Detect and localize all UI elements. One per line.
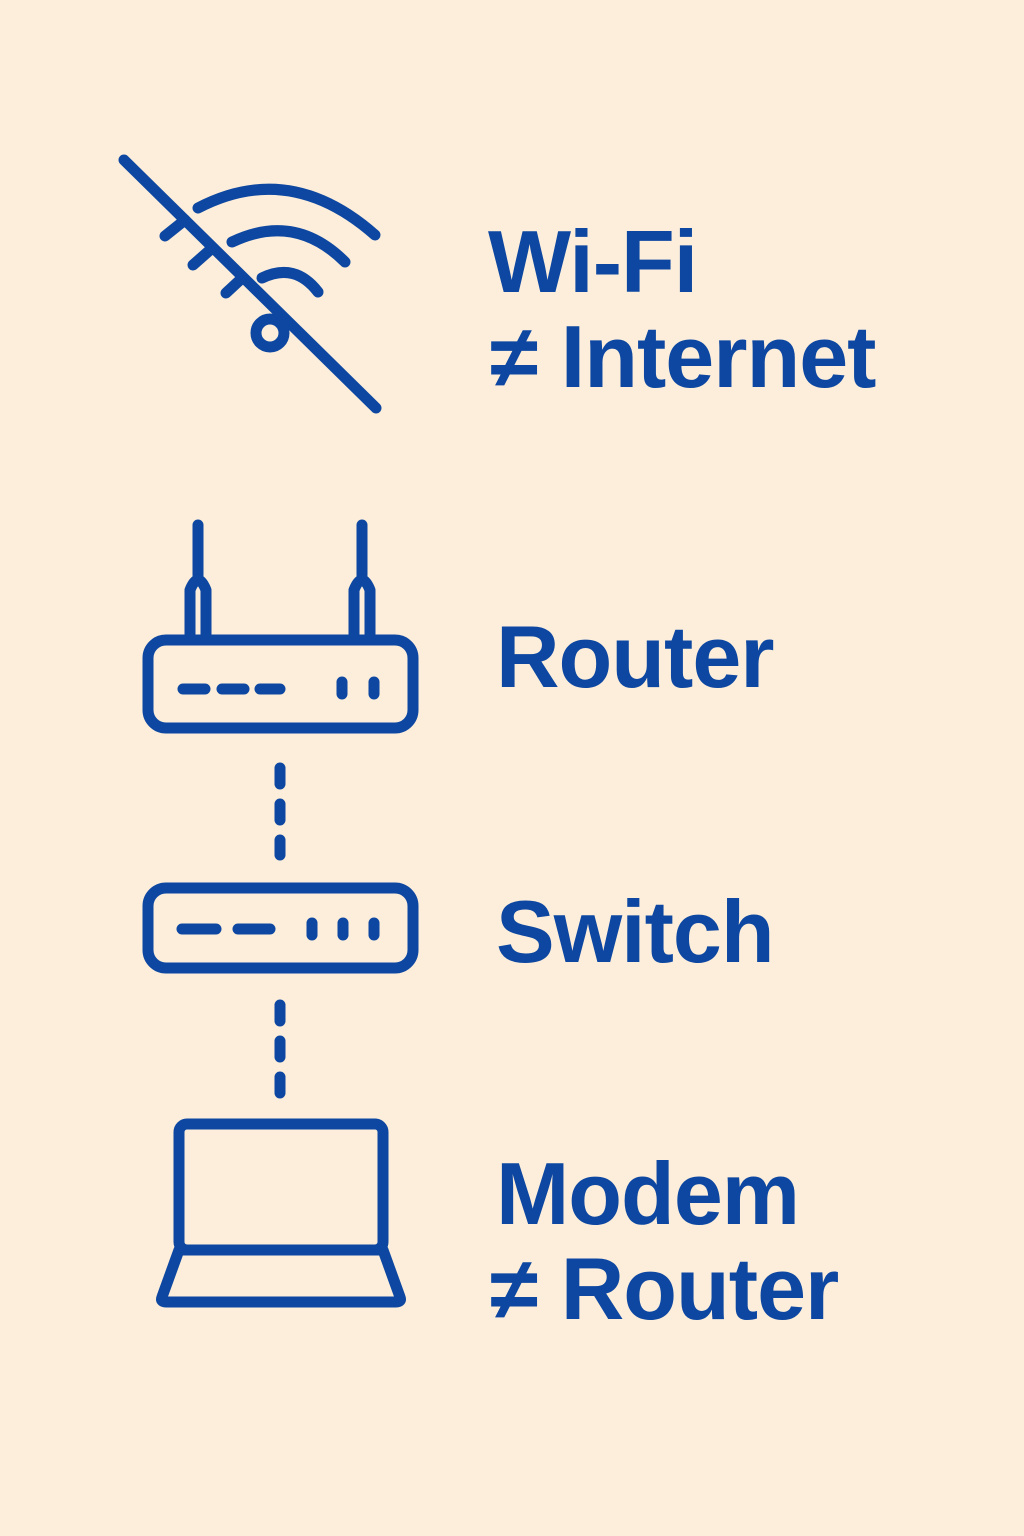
- modem-label: Modem: [496, 1144, 800, 1243]
- router-label: Router: [496, 607, 775, 706]
- laptop-icon: [156, 1118, 406, 1308]
- not-router-label: ≠ Router: [490, 1239, 839, 1338]
- wifi-off-icon: [118, 154, 382, 414]
- switch-icon: [142, 882, 419, 974]
- switch-label: Switch: [496, 882, 775, 981]
- router-icon: [142, 519, 419, 734]
- wifi-label: Wi-Fi: [488, 212, 698, 311]
- internet-label: ≠ Internet: [490, 307, 876, 406]
